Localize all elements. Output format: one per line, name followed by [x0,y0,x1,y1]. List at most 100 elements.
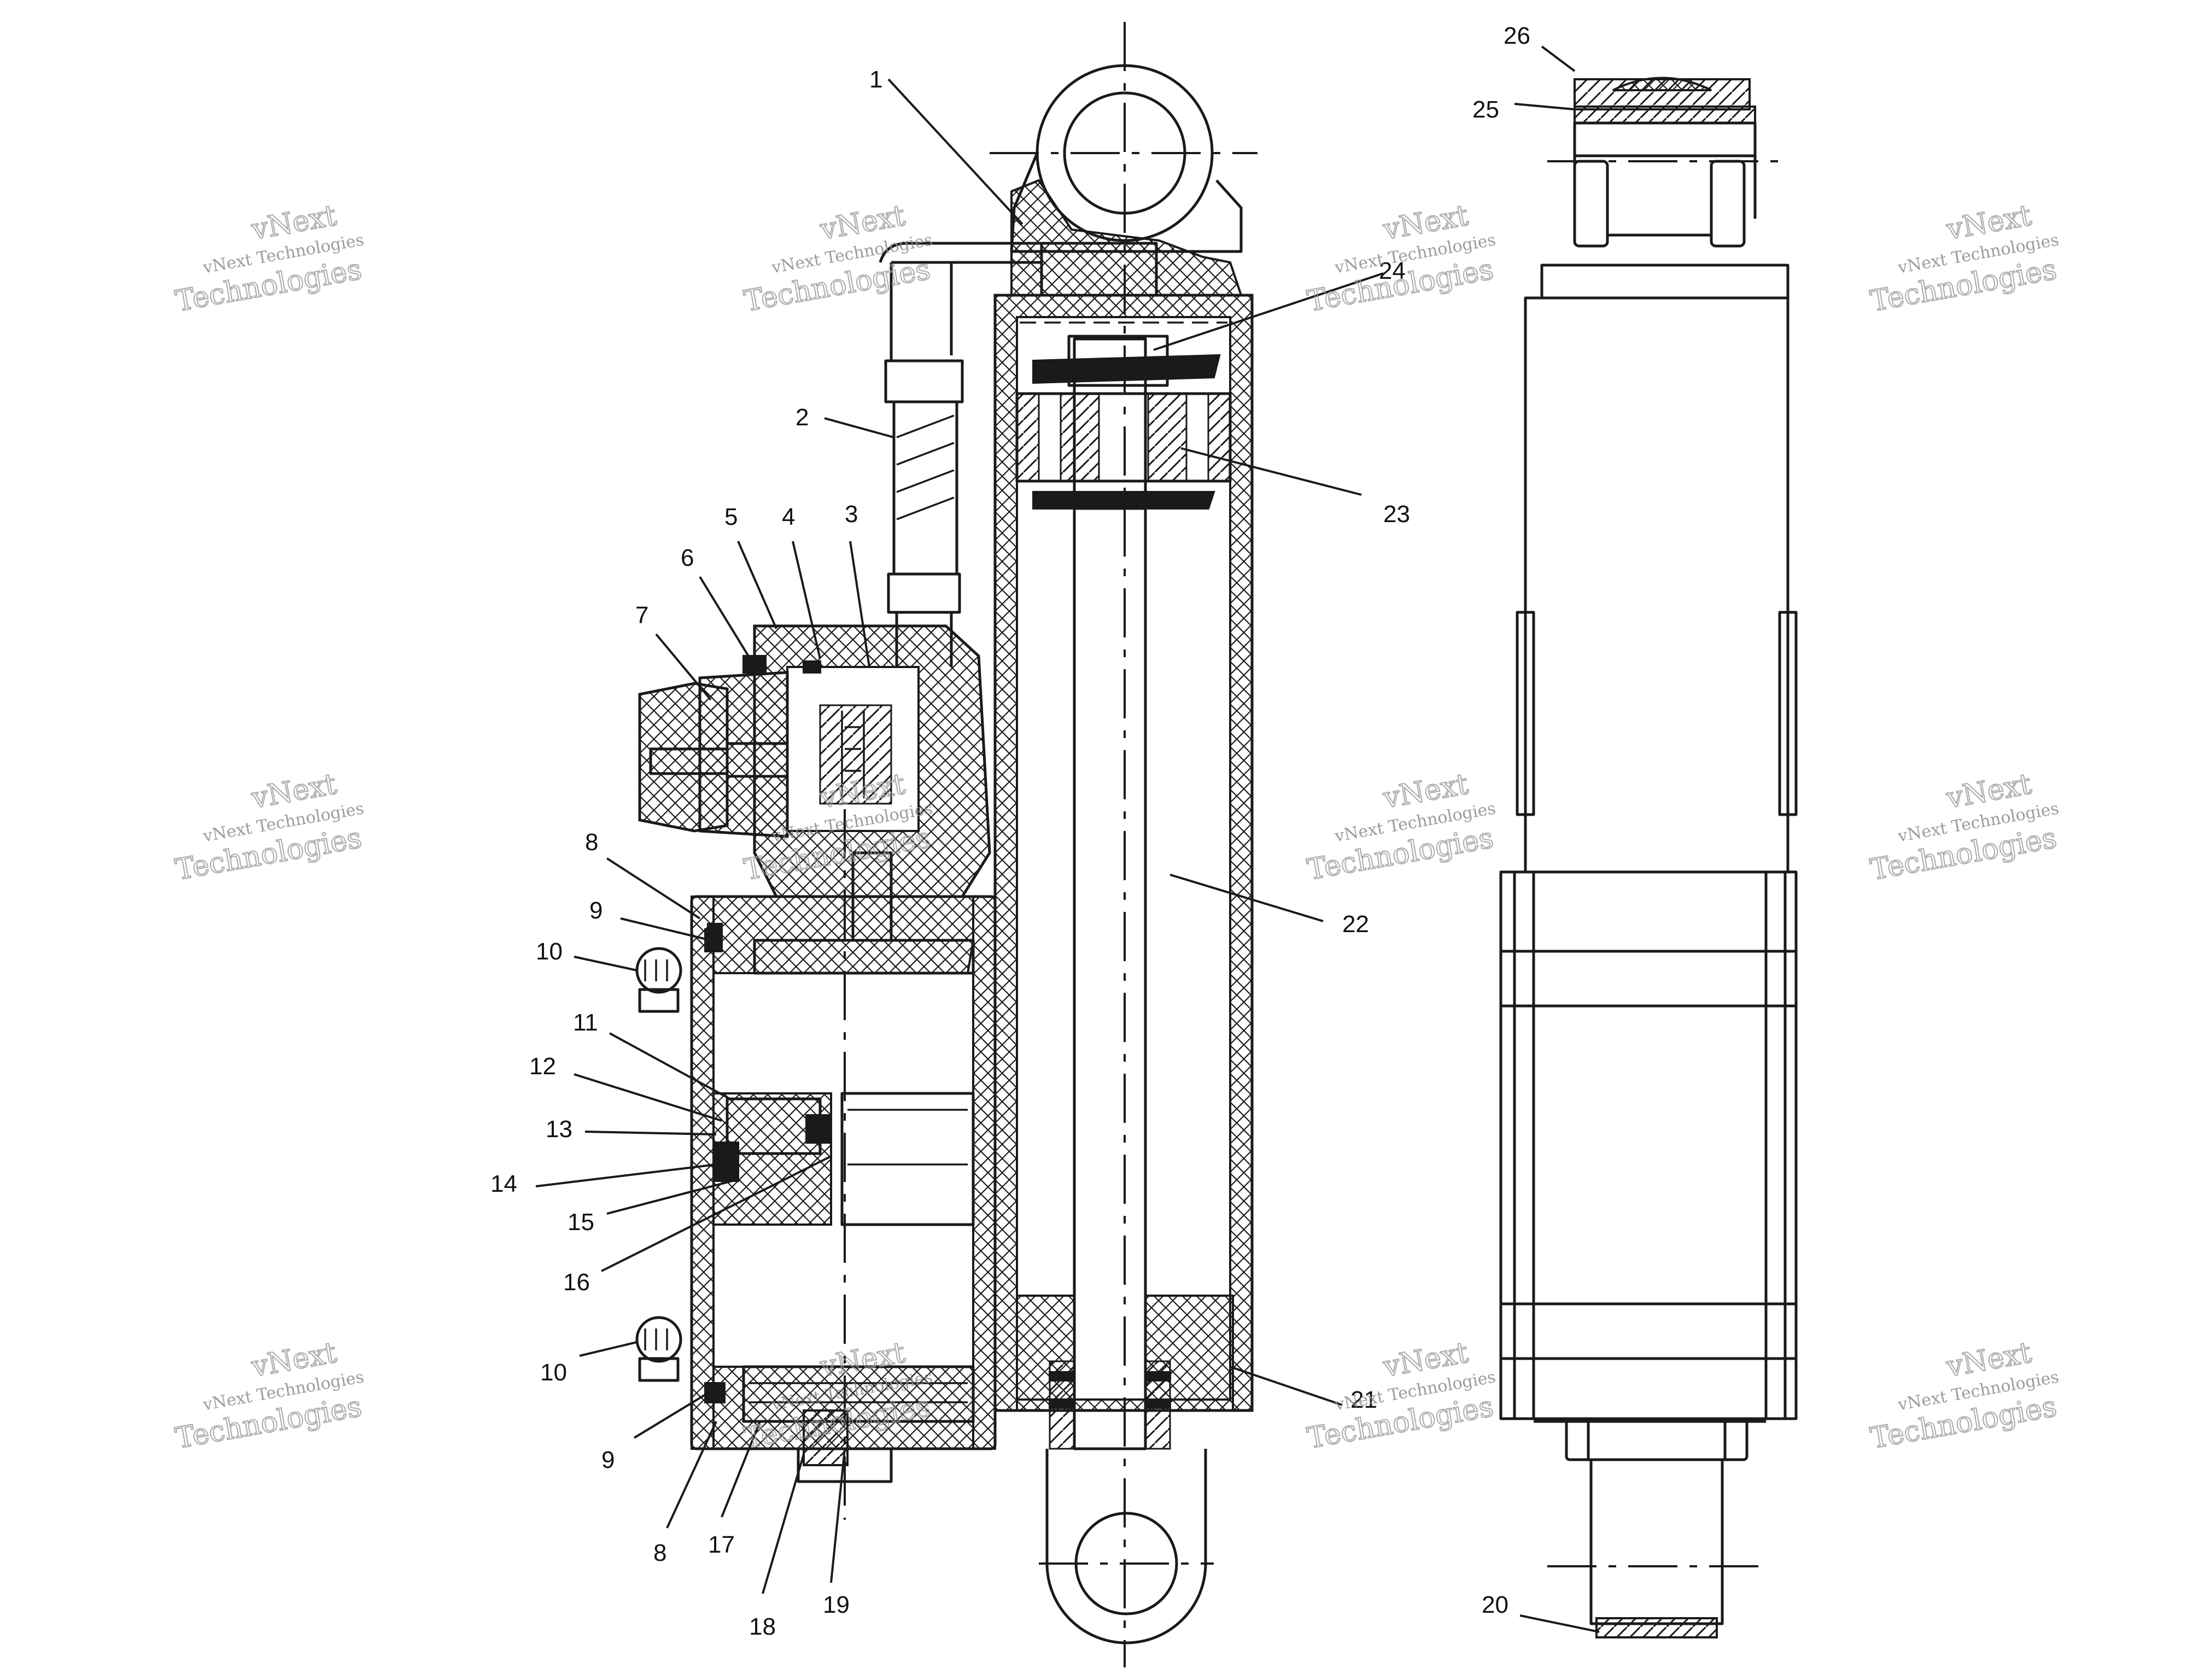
bottom-nut-flats [1587,1419,1727,1460]
leader-3 [849,541,870,668]
callout-4: 4 [782,504,795,530]
top-cap-casting [1010,179,1243,296]
body-top-flange [1540,264,1790,300]
leader-21 [1230,1366,1343,1406]
callout-labels: 1 2 3 4 5 6 7 8 9 10 11 12 13 14 15 16 1… [490,22,1530,1640]
callout-22: 22 [1342,911,1369,938]
callout-2: 2 [796,404,809,431]
bottom-nut [1565,1417,1748,1461]
body-side-boss-right [1778,611,1798,816]
leader-7 [655,633,712,701]
reservoir-body [1499,870,1798,1420]
callout-8b: 8 [653,1539,666,1566]
bushing-washer [1574,106,1756,124]
reservoir-assembly [635,624,997,1520]
leader-9b [633,1390,712,1439]
valve-stem [803,1409,849,1466]
piston-band-right [1207,393,1231,482]
adjuster-orings [742,655,821,674]
clamp-bolt-top-slots [644,959,668,981]
leader-20 [1519,1614,1600,1633]
piston-shim-top [1032,354,1221,384]
leader-13 [584,1131,717,1135]
callout-1: 1 [869,66,882,93]
callout-18: 18 [749,1613,776,1640]
bottom-eye-sides [1045,1449,1207,1564]
shaft-sleeve [1589,1458,1724,1625]
eye-edges [1573,156,1757,219]
clamp-bolt-bottom [635,1316,682,1363]
watermarks: vNext vNext Technologies Technologies vN… [173,199,2061,1456]
bottom-eye-arc [1045,1563,1207,1644]
leader-19 [830,1448,846,1583]
bottom-cap-lines [749,1382,968,1403]
clamp-bolt-bottom-slots [644,1328,668,1350]
callout-17: 17 [708,1531,735,1558]
watermark-11: vNext vNext Technologies Technologies [1305,1336,1498,1456]
callout-8a: 8 [585,829,598,856]
reservoir-wall-left [691,895,715,1450]
bottom-washer [1595,1617,1718,1638]
leader-10a [574,956,638,971]
watermark-9: vNext vNext Technologies Technologies [173,1336,366,1456]
leader-9a [620,917,711,941]
piston-skirt [840,1092,975,1226]
bushing-dome [1612,77,1712,91]
callout-5: 5 [724,504,738,530]
watermark-5: vNext vNext Technologies Technologies [173,768,366,887]
clamp-band-top [1499,950,1798,1008]
piston-ring [805,1114,832,1144]
leader-1 [887,78,1024,225]
leader-lines [535,45,1600,1633]
piston-band-left [1016,393,1040,482]
leader-17 [721,1421,761,1518]
clamp-bolt-top [635,947,682,994]
main-shock-section-view [879,22,1258,1667]
callout-16: 16 [563,1269,590,1296]
hose-bend [879,242,908,263]
leader-6 [699,576,753,663]
clamp-bolt-top-base [638,988,680,1013]
callout-23: 23 [1383,501,1410,528]
reservoir-wall-right [972,895,996,1450]
hose-upper-run [891,242,1042,264]
leader-15 [606,1180,733,1215]
leader-26 [1541,45,1576,72]
callout-14: 14 [490,1170,517,1197]
eye-tab-left [1573,160,1609,248]
callout-20: 20 [1482,1591,1508,1618]
watermark-2: vNext vNext Technologies Technologies [741,199,934,319]
clamp-bolt-bottom-base [638,1357,680,1382]
leader-18 [762,1454,805,1594]
clamp-band-bottom [1499,1302,1798,1360]
piston-shim-bottom [1032,491,1215,510]
watermark-3: vNext vNext Technologies Technologies [1305,199,1498,319]
callout-13: 13 [546,1116,572,1143]
leader-24 [1153,272,1384,351]
leader-11 [609,1032,730,1100]
leader-16 [601,1155,832,1272]
leader-12 [574,1073,722,1122]
leader-14 [535,1163,717,1187]
watermark-4: vNext vNext Technologies Technologies [1868,199,2061,319]
leader-23 [1180,447,1362,496]
callout-12: 12 [529,1053,556,1080]
top-oring [704,923,723,952]
watermark-1: vNext vNext Technologies Technologies [173,199,366,319]
callout-10b: 10 [540,1359,567,1386]
seal-rings [1049,1371,1171,1409]
callout-3: 3 [845,501,858,528]
leader-2 [824,417,894,438]
hose-vertical [890,262,953,361]
leader-4 [792,541,821,659]
callout-25: 25 [1472,96,1499,123]
leader-8b [666,1421,717,1529]
piston-core-right [1147,393,1188,482]
callout-11: 11 [573,1009,598,1036]
hose-braid [896,414,955,520]
piston-core-left [1060,393,1100,482]
eye-face [1573,121,1757,157]
reservoir-port [851,851,893,942]
callout-10a: 10 [536,938,563,965]
